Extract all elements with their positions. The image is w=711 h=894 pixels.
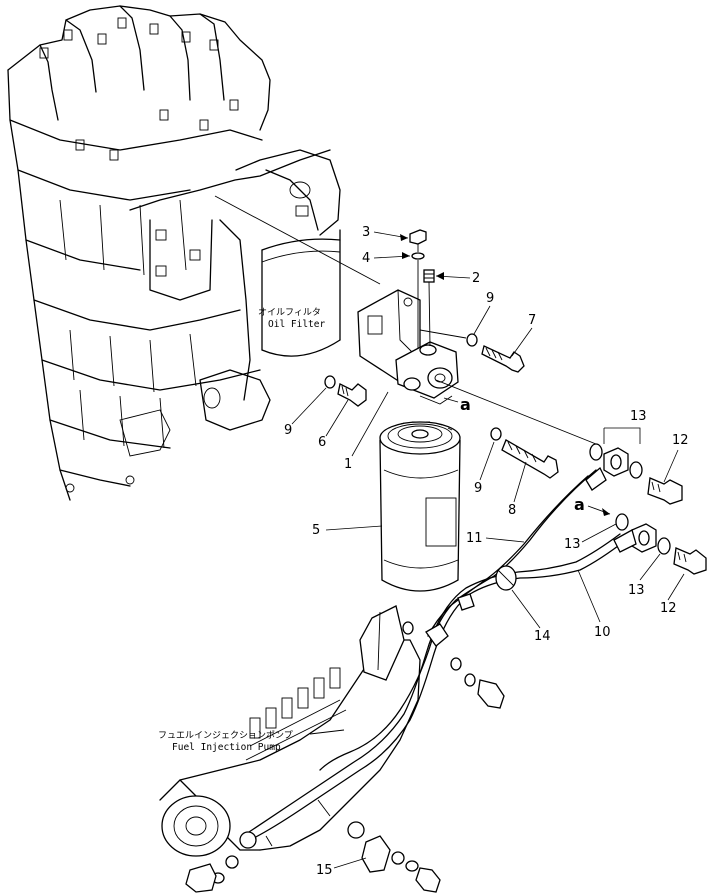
bolt-7 — [419, 329, 525, 373]
filter-head-bracket — [357, 289, 459, 405]
fuel-hoses — [245, 466, 637, 841]
fuel-injection-pump — [159, 605, 505, 893]
oil-filter-label-en: Oil Filter — [268, 319, 325, 330]
callout-13-mid: 13 — [564, 537, 581, 552]
callout-13-bottom: 13 — [628, 583, 645, 598]
callout-9-lower: 9 — [474, 481, 482, 496]
engine-block — [7, 5, 381, 501]
bolt-8 — [435, 379, 597, 479]
callout-13-top: 13 — [630, 409, 647, 424]
fuel-pump-label-jp: フュエルインジェクションポンプ — [158, 730, 293, 741]
bolt-6 — [324, 375, 367, 407]
fuel-pump-label-en: Fuel Injection Pump — [172, 742, 281, 753]
callout-6: 6 — [318, 435, 326, 450]
callout-2: 2 — [472, 271, 480, 286]
callout-11: 11 — [466, 531, 483, 546]
callout-14: 14 — [534, 629, 551, 644]
banjo-upper — [589, 443, 683, 505]
callout-12-top: 12 — [672, 433, 689, 448]
plug-2 — [423, 269, 435, 347]
oil-filter-label-jp: オイルフィルタ — [258, 307, 321, 318]
callout-4: 4 — [362, 251, 370, 266]
callout-7: 7 — [528, 313, 536, 328]
filter-cartridge — [379, 421, 461, 592]
callout-5: 5 — [312, 523, 320, 538]
callout-12-bottom: 12 — [660, 601, 677, 616]
callout-9-upper: 9 — [486, 291, 494, 306]
callouts: 3 4 2 9 7 9 6 1 9 8 5 13 12 11 13 1 — [284, 225, 689, 878]
banjo-lower — [615, 513, 707, 575]
plug-bolt-3 — [409, 229, 427, 348]
callout-10: 10 — [594, 625, 611, 640]
callout-9-left: 9 — [284, 423, 292, 438]
callout-1: 1 — [344, 457, 352, 472]
callout-3: 3 — [362, 225, 370, 240]
callout-15: 15 — [316, 863, 333, 878]
mark-a-upper: a — [460, 395, 471, 414]
callout-8: 8 — [508, 503, 516, 518]
mark-a-lower: a — [574, 495, 585, 514]
